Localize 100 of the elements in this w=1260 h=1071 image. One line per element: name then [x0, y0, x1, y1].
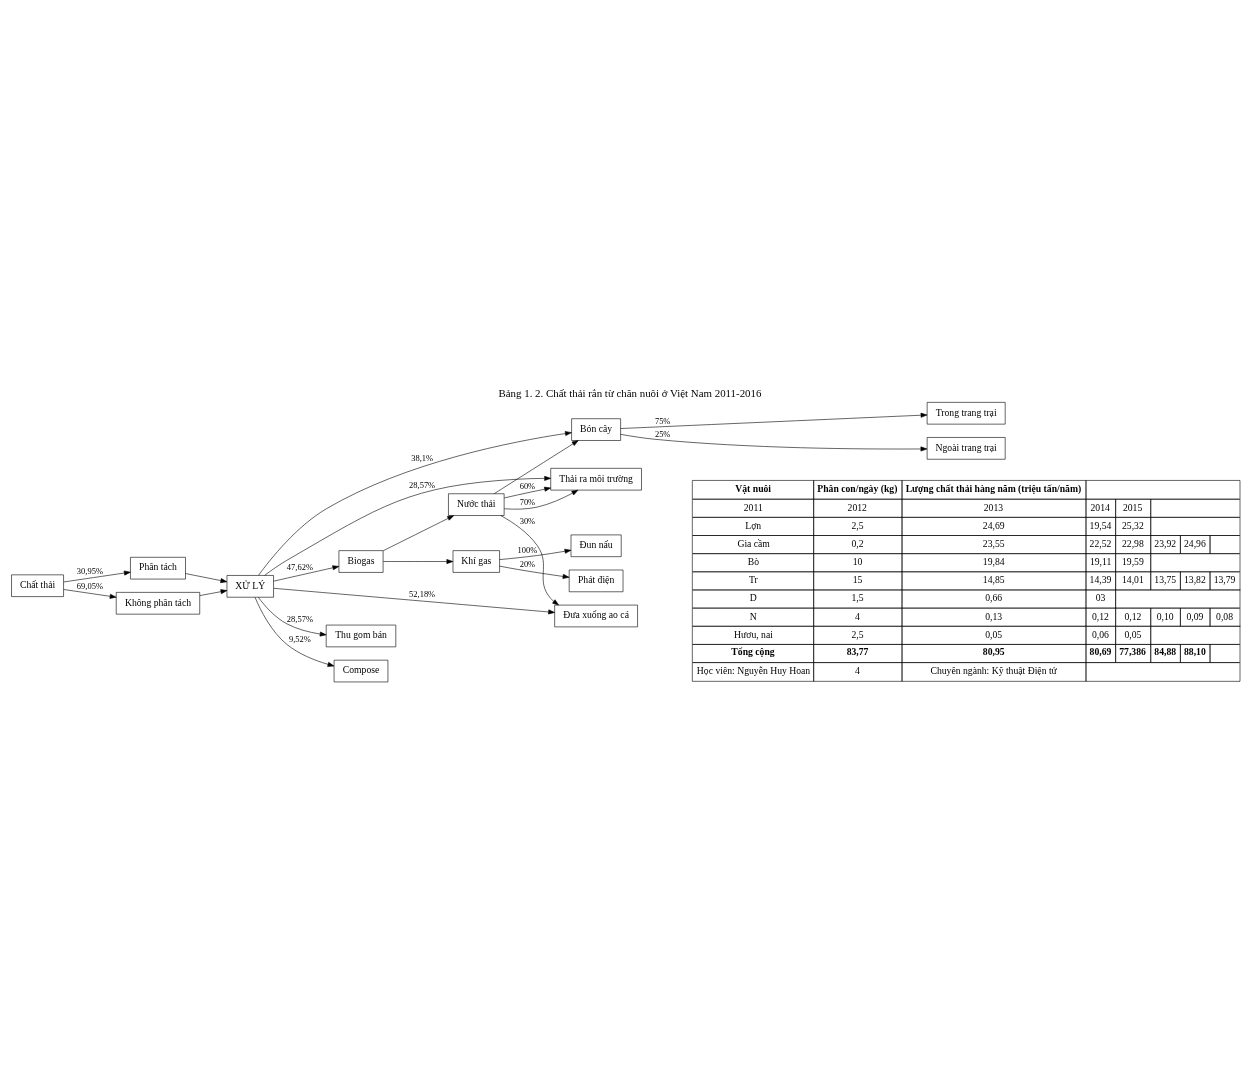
arrow: [63, 589, 117, 599]
label: Phân con/ngày (kg): [817, 482, 898, 494]
arrow: [185, 573, 228, 583]
label: Hươu, nai: [734, 628, 773, 640]
arrow: [620, 412, 928, 429]
arrow: [254, 597, 335, 667]
label: 2011: [743, 501, 763, 513]
edge-label: 75%: [654, 416, 671, 427]
label: 0,05: [1124, 628, 1142, 640]
label: 03: [1095, 592, 1106, 604]
label: 10: [852, 556, 863, 568]
node-box: Không phân tách: [115, 592, 201, 615]
label: 23,55: [982, 537, 1005, 549]
label: 24,96: [1184, 537, 1206, 549]
arrow: [199, 589, 228, 596]
arrow: [273, 565, 340, 582]
label: Học viên: Nguyễn Huy Hoan: [696, 664, 811, 676]
label: 4: [855, 610, 860, 622]
label: Bò: [747, 556, 759, 568]
arrow: [258, 431, 572, 576]
label: 2012: [847, 501, 867, 513]
label: 0,08: [1216, 610, 1234, 622]
label: 83,77: [846, 646, 869, 658]
label: 2013: [983, 501, 1004, 513]
label: 0,12: [1092, 610, 1109, 622]
edge-label: 30,95%: [76, 565, 103, 576]
label: 19,84: [982, 556, 1005, 568]
node-box: Đun nấu: [570, 534, 622, 557]
edge-label: 25%: [654, 428, 671, 439]
edge-label: 9,52%: [288, 634, 311, 645]
arrow: [500, 515, 559, 606]
label: 13,79: [1213, 574, 1236, 586]
arrow: [493, 440, 579, 495]
node-box: Thu gom bán: [325, 624, 397, 648]
edge-label: 28,57%: [286, 613, 313, 624]
edge-label: 70%: [519, 496, 536, 507]
node-box: XỬ LÝ: [226, 575, 274, 598]
node-box: Phát điện: [568, 569, 624, 593]
edge-label: 69,05%: [76, 581, 103, 592]
label: 19,11: [1089, 556, 1112, 568]
arrow: [499, 548, 572, 560]
arrow: [503, 489, 579, 510]
arrow: [504, 486, 551, 499]
edge-label: 52,18%: [409, 589, 436, 600]
label: 2,5: [851, 519, 864, 531]
arrow: [264, 475, 551, 576]
label: 25,32: [1121, 519, 1144, 531]
label: 1,5: [851, 592, 864, 604]
label: 80,95: [982, 646, 1005, 658]
label: 13,82: [1184, 574, 1206, 586]
label: 14,39: [1089, 574, 1112, 586]
label: Lượng chất thải hàng năm (triệu tấn/năm): [905, 482, 1082, 494]
label: 2015: [1122, 501, 1143, 513]
label: 19,54: [1089, 519, 1112, 531]
edge-label: 47,62%: [286, 562, 313, 573]
node-box: Thải ra môi trường: [550, 468, 642, 491]
label: 0,13: [985, 610, 1003, 622]
label: 0,05: [985, 628, 1003, 640]
label: 0,66: [985, 592, 1003, 604]
label: Gia cầm: [737, 537, 770, 549]
label: 84,88: [1154, 646, 1177, 658]
label: 0,09: [1186, 610, 1204, 622]
node-box: Bón cây: [571, 418, 621, 441]
node-box: Nước thải: [448, 493, 505, 516]
node-box: Biogas: [338, 550, 384, 573]
label: Chuyên ngành: Kỹ thuật Điện tử: [930, 664, 1057, 676]
diagram-title: Bảng 1. 2. Chất thải rắn từ chăn nuôi ở Việt Nam 2011-2016: [498, 386, 762, 399]
edge-label: 20%: [519, 559, 536, 570]
label: 19,59: [1121, 556, 1144, 568]
node-box: Phân tách: [130, 557, 186, 580]
label: 23,92: [1154, 537, 1177, 549]
label: 0,2: [851, 537, 864, 549]
arrow: [257, 596, 327, 637]
arrow: [383, 559, 454, 564]
label: Vật nuôi: [735, 482, 772, 494]
label: 80,69: [1089, 646, 1112, 658]
label: Tr: [748, 574, 758, 586]
node-box: Đưa xuống ao cá: [554, 604, 638, 628]
label: N: [749, 610, 757, 622]
arrow: [620, 434, 928, 452]
label: 13,75: [1154, 574, 1177, 586]
label: 2014: [1090, 501, 1110, 513]
label: 15: [852, 574, 863, 586]
edge-label: 28,57%: [409, 479, 436, 490]
label: 77,386: [1119, 646, 1146, 658]
label: 24,69: [982, 519, 1005, 531]
arrow: [63, 570, 131, 583]
label: Lợn: [745, 519, 762, 531]
label: 88,10: [1184, 646, 1206, 658]
edge-label: 60%: [519, 481, 536, 492]
arrow: [499, 565, 570, 579]
label: 14,01: [1121, 574, 1144, 586]
label: 2,5: [851, 628, 864, 640]
label: 14,85: [982, 574, 1005, 586]
node-box: Ngoài trang trại: [926, 437, 1006, 460]
edge-label: 30%: [519, 515, 536, 526]
node-box: Compose: [333, 659, 389, 683]
node-box: Trong trang trại: [926, 402, 1006, 425]
arrow: [383, 515, 454, 551]
label: 0,06: [1092, 628, 1109, 640]
